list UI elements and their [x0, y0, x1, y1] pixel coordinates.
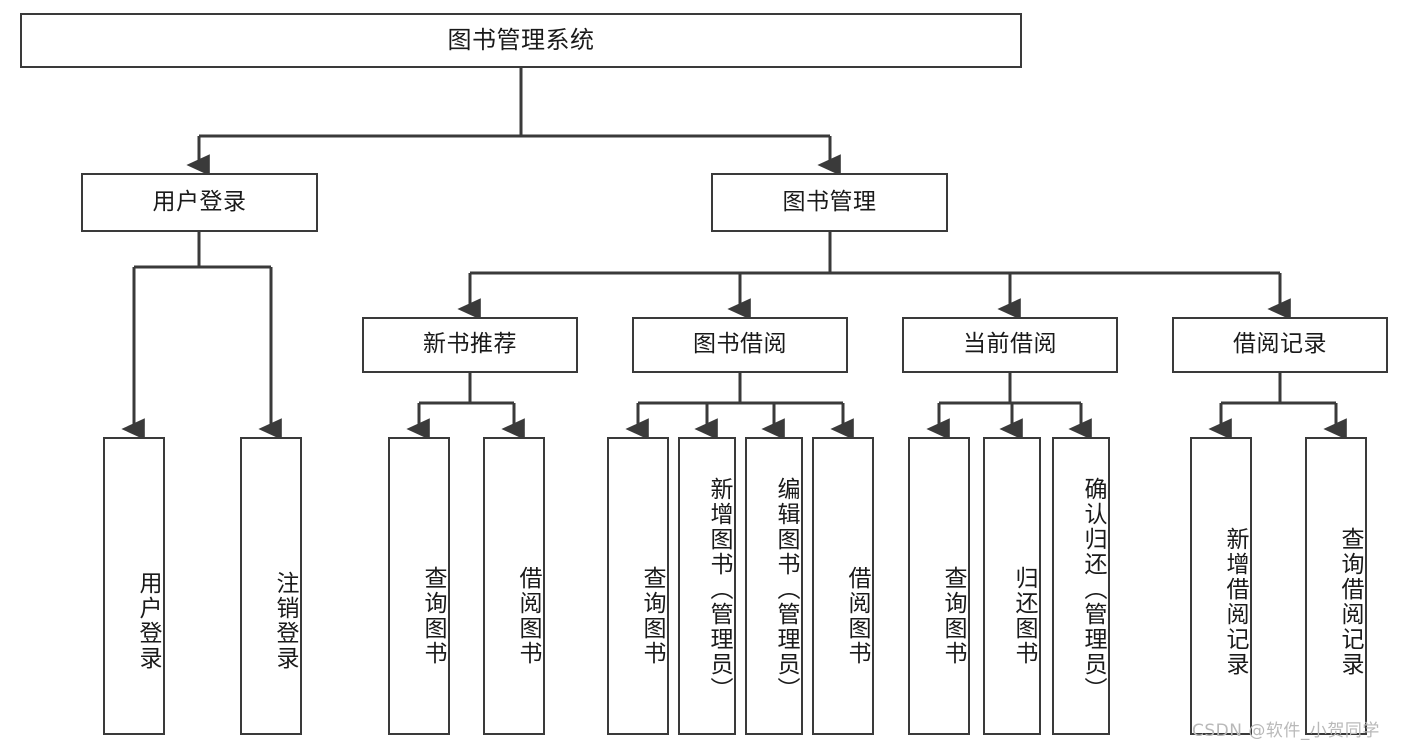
node-leaf-confirm-return-label: 确认归还（管理员） [1080, 476, 1106, 702]
node-leaf-logout-label: 注销登录 [272, 571, 298, 671]
node-leaf-borrow-book-2-label: 借阅图书 [844, 566, 870, 666]
node-leaf-add-record-label: 新增借阅记录 [1222, 527, 1248, 677]
node-leaf-query-record[interactable]: 查询借阅记录 [1305, 437, 1367, 735]
node-leaf-edit-book[interactable]: 编辑图书（管理员） [745, 437, 803, 735]
node-leaf-query-book-1-label: 查询图书 [420, 566, 446, 666]
node-book-manage-label: 图书管理 [782, 188, 877, 215]
watermark: CSDN @软件_小贺同学 [1192, 721, 1380, 741]
node-leaf-confirm-return[interactable]: 确认归还（管理员） [1052, 437, 1110, 735]
node-leaf-edit-book-label: 编辑图书（管理员） [773, 476, 799, 702]
node-leaf-return-book-label: 归还图书 [1011, 566, 1037, 666]
node-leaf-query-book-3[interactable]: 查询图书 [908, 437, 970, 735]
node-leaf-query-book-2[interactable]: 查询图书 [607, 437, 669, 735]
node-current-borrow[interactable]: 当前借阅 [902, 317, 1118, 373]
node-borrow-record[interactable]: 借阅记录 [1172, 317, 1388, 373]
node-user-login[interactable]: 用户登录 [81, 173, 318, 232]
node-user-login-label: 用户登录 [152, 188, 247, 215]
node-root-label: 图书管理系统 [447, 26, 595, 55]
node-borrow-record-label: 借阅记录 [1233, 331, 1327, 358]
node-book-borrow-label: 图书借阅 [693, 331, 787, 358]
node-book-borrow[interactable]: 图书借阅 [632, 317, 848, 373]
node-leaf-add-record[interactable]: 新增借阅记录 [1190, 437, 1252, 735]
node-leaf-borrow-book-1-label: 借阅图书 [515, 566, 541, 666]
node-leaf-borrow-book-2[interactable]: 借阅图书 [812, 437, 874, 735]
node-book-manage[interactable]: 图书管理 [711, 173, 948, 232]
node-leaf-return-book[interactable]: 归还图书 [983, 437, 1041, 735]
node-leaf-logout[interactable]: 注销登录 [240, 437, 302, 735]
node-leaf-query-book-3-label: 查询图书 [940, 566, 966, 666]
node-current-borrow-label: 当前借阅 [963, 331, 1057, 358]
node-leaf-add-book[interactable]: 新增图书（管理员） [678, 437, 736, 735]
node-new-book-rec-label: 新书推荐 [423, 331, 517, 358]
node-leaf-user-login[interactable]: 用户登录 [103, 437, 165, 735]
node-leaf-user-login-label: 用户登录 [135, 571, 161, 671]
node-leaf-borrow-book-1[interactable]: 借阅图书 [483, 437, 545, 735]
node-new-book-rec[interactable]: 新书推荐 [362, 317, 578, 373]
node-root[interactable]: 图书管理系统 [20, 13, 1022, 68]
node-leaf-add-book-label: 新增图书（管理员） [706, 476, 732, 702]
node-leaf-query-book-1[interactable]: 查询图书 [388, 437, 450, 735]
node-leaf-query-record-label: 查询借阅记录 [1337, 527, 1363, 677]
node-leaf-query-book-2-label: 查询图书 [639, 566, 665, 666]
